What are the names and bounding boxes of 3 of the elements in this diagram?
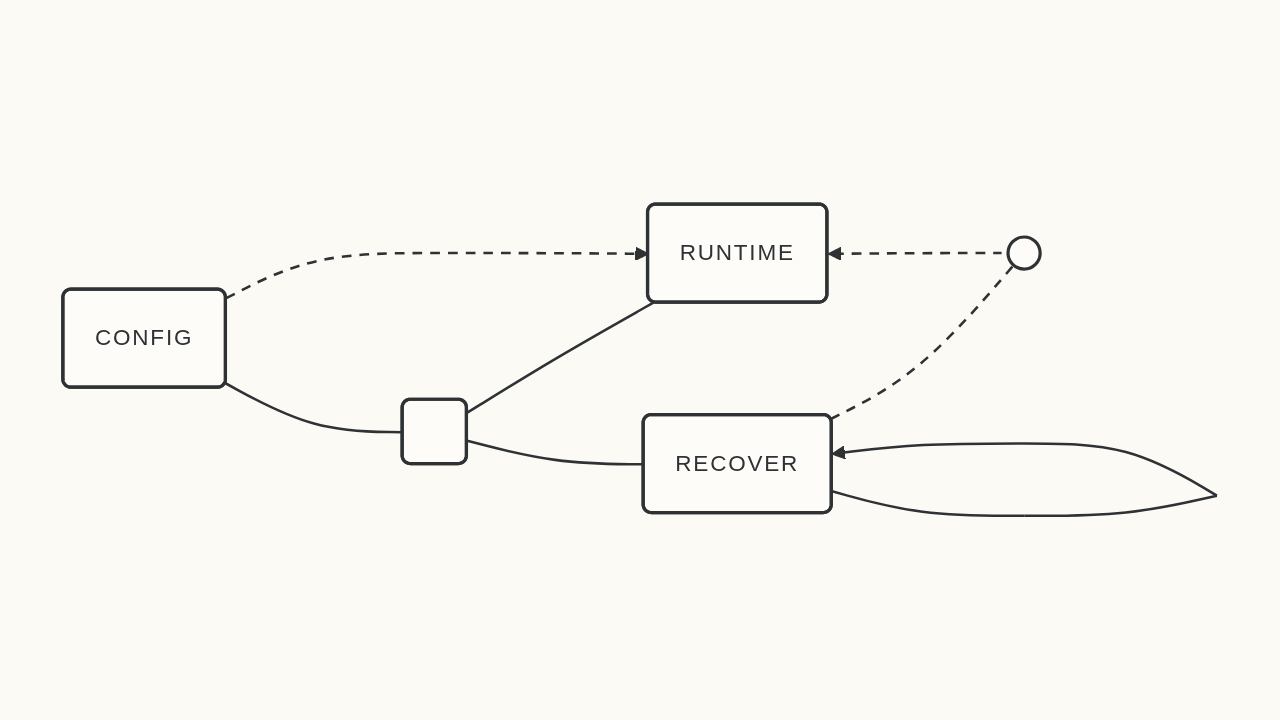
connector bbox=[830, 264, 1015, 421]
arrow bbox=[827, 246, 1002, 261]
node-circle bbox=[1006, 235, 1042, 271]
